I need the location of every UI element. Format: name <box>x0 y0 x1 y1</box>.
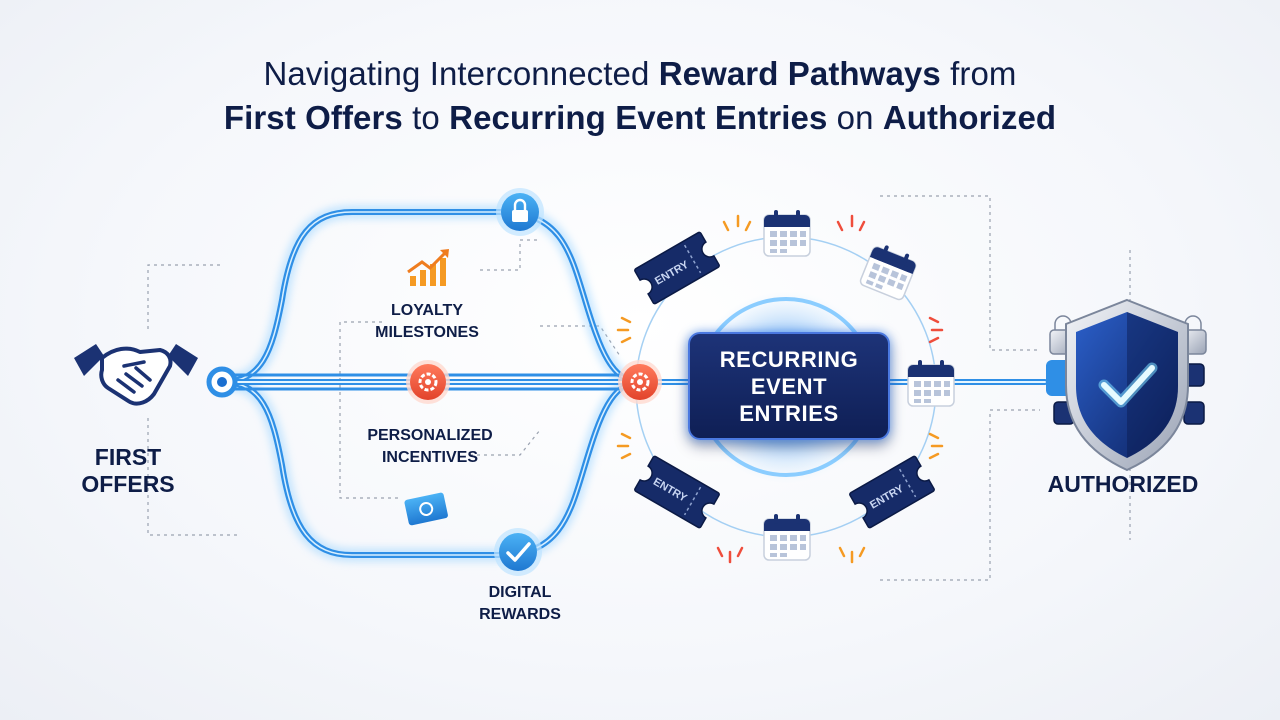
entry-ticket-upper-left: ENTRY <box>633 230 721 306</box>
recurring-event-entries-hub: RECURRING EVENT ENTRIES <box>688 332 890 440</box>
calendar-icon <box>763 209 811 257</box>
title-segment: on <box>827 99 883 136</box>
entry-ticket-lower-left: ENTRY <box>633 454 721 530</box>
check-icon <box>494 528 542 576</box>
authorized-label: AUTHORIZED <box>1047 471 1199 497</box>
shield-check-icon <box>1046 298 1207 472</box>
sparkle-accents <box>616 214 944 564</box>
growth-chart-icon <box>407 249 449 286</box>
hub-label-line: RECURRING <box>719 346 859 372</box>
title-segment-bold: Reward Pathways <box>658 55 941 92</box>
first-offers-label: FIRST OFFERS <box>81 444 175 497</box>
entry-ticket-lower-right: ENTRY <box>848 454 936 530</box>
calendar-icon <box>763 513 811 561</box>
handshake-icon <box>74 344 198 406</box>
title-line-2: First Offers to Recurring Event Entries … <box>0 96 1280 140</box>
page-title: Navigating Interconnected Reward Pathway… <box>0 52 1280 140</box>
title-segment-bold: Recurring Event Entries <box>449 99 828 136</box>
loyalty-milestones-label: LOYALTY MILESTONES <box>375 302 479 341</box>
title-segment-bold: First Offers <box>223 99 403 136</box>
personalized-incentives-label: PERSONALIZED INCENTIVES <box>367 427 493 466</box>
hub-label-line: ENTRIES <box>739 400 839 426</box>
title-segment-bold: Authorized <box>882 99 1057 136</box>
digital-rewards-label: DIGITAL REWARDS <box>479 584 561 623</box>
hub-label-line: EVENT <box>750 373 828 399</box>
calendar-icon <box>907 359 955 407</box>
gear-icon <box>618 360 662 404</box>
ticket-icon <box>404 492 448 526</box>
start-node <box>206 366 238 398</box>
title-line-1: Navigating Interconnected Reward Pathway… <box>0 52 1280 96</box>
title-segment: to <box>402 99 450 136</box>
lock-icon <box>496 188 544 236</box>
title-segment: from <box>940 55 1017 92</box>
calendar-icon <box>858 240 920 302</box>
gear-icon <box>406 360 450 404</box>
title-segment: Navigating Interconnected <box>263 55 659 92</box>
